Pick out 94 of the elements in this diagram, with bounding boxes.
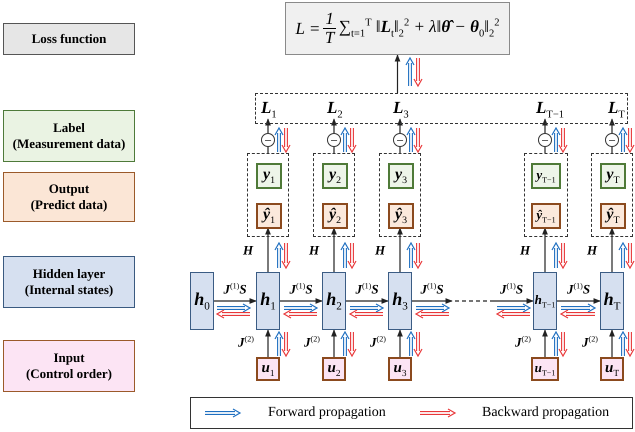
- fraction-numerator: 1: [323, 10, 336, 29]
- legend-text: Backward propagation: [482, 405, 610, 421]
- prediction-box: ŷ$_{1}$: [256, 203, 282, 229]
- edge-label: H: [308, 244, 320, 256]
- row-label-box: [3, 340, 135, 392]
- row-subtitle: (Control order): [26, 366, 112, 382]
- row-title: Input: [53, 350, 85, 366]
- arrow: [265, 227, 271, 272]
- edge-label: J$^{(1)}$S: [223, 282, 247, 296]
- output-pair-group: [247, 153, 289, 237]
- legend-text: Forward propagation: [268, 405, 386, 421]
- loss-term-label: L$_{1}$: [257, 98, 297, 120]
- input-box: u$_{2}$: [322, 357, 346, 381]
- subtract-operator: −: [538, 133, 552, 147]
- prediction-box: ŷ$_{T}$: [600, 203, 626, 229]
- row-subtitle: (Predict data): [30, 197, 108, 214]
- prediction-box: ŷ$_{3}$: [388, 203, 414, 229]
- edge-label: J$^{(2)}$: [582, 334, 598, 348]
- row-subtitle: (Measurement data): [12, 136, 126, 152]
- output-pair-group: [524, 153, 568, 237]
- row-title: Output: [48, 180, 90, 197]
- arrow: [397, 227, 403, 272]
- arrow: [412, 298, 453, 304]
- subtract-operator: −: [393, 133, 407, 147]
- edge-label: J$^{(2)}$: [515, 334, 531, 348]
- hidden-state-box: h$_{0}$: [190, 272, 214, 330]
- loss-terms-group: [255, 93, 628, 124]
- edge-label: J$^{(2)}$: [370, 334, 386, 348]
- edge-label: J$^{(1)}$S: [355, 282, 379, 296]
- hidden-state-box: h$_{T}$: [600, 272, 624, 330]
- input-box: u$_{1}$: [256, 357, 280, 381]
- output-pair-group: [313, 153, 355, 237]
- row-title: Hidden layer: [32, 266, 106, 282]
- formula-part: L =: [295, 18, 320, 38]
- measurement-box: y$_{2}$: [322, 163, 348, 189]
- edge-label: J$^{(1)}$S: [500, 282, 524, 296]
- arrow: [397, 329, 403, 357]
- row-label-box: Loss function: [3, 23, 135, 55]
- row-title: Label: [53, 120, 85, 136]
- arrow: [280, 298, 323, 304]
- edge-label: H: [374, 244, 386, 256]
- edge-label: H: [586, 244, 598, 256]
- measurement-box: y$_{3}$: [388, 163, 414, 189]
- input-box: u$_{T−1}$: [531, 357, 559, 381]
- subtract-operator: −: [261, 133, 275, 147]
- arrow: [397, 118, 403, 133]
- loss-term-label: L$_{3}$: [389, 98, 429, 120]
- arrow: [557, 298, 601, 304]
- row-label-box: [3, 256, 135, 308]
- input-box: u$_{T}$: [600, 357, 624, 381]
- prediction-box: ŷ$_{T−1}$: [531, 203, 561, 229]
- output-pair-group: [591, 153, 633, 237]
- fraction-denominator: T: [324, 29, 334, 47]
- edge-label: J$^{(2)}$: [238, 334, 254, 348]
- edge-label: H: [242, 244, 254, 256]
- arrow: [394, 54, 400, 93]
- edge-label: J$^{(1)}$S: [289, 282, 313, 296]
- hidden-state-box: h$_{1}$: [256, 272, 280, 330]
- arrow: [542, 227, 548, 272]
- arrow: [331, 118, 337, 133]
- arrow: [609, 329, 615, 357]
- subtract-operator: −: [327, 133, 341, 147]
- arrow: [265, 329, 271, 357]
- output-pair-group: [379, 153, 421, 237]
- measurement-box: y$_{T}$: [600, 163, 626, 189]
- arrow: [331, 227, 337, 272]
- edge-label: J$^{(2)}$: [304, 334, 320, 348]
- arrow: [490, 298, 534, 304]
- arrow: [542, 329, 548, 357]
- row-label-box: [3, 110, 135, 162]
- measurement-box: y$_{1}$: [256, 163, 282, 189]
- hidden-state-box: h$_{3}$: [388, 272, 412, 330]
- measurement-box: y$_{T−1}$: [531, 163, 561, 189]
- subtract-operator: −: [605, 133, 619, 147]
- hidden-state-box: h$_{2}$: [322, 272, 346, 330]
- loss-term-label: L$_{T}$: [604, 98, 628, 120]
- row-label-box: [3, 172, 135, 222]
- arrow: [542, 118, 548, 133]
- arrow: [609, 227, 615, 272]
- prediction-box: ŷ$_{2}$: [322, 203, 348, 229]
- arrow: [609, 118, 615, 133]
- edge-label: J$^{(1)}$S: [420, 282, 444, 296]
- arrow: [331, 329, 337, 357]
- loss-term-label: L$_{2}$: [323, 98, 363, 120]
- arrow: [214, 298, 257, 304]
- row-subtitle: (Internal states): [24, 282, 114, 298]
- edge-label: J$^{(1)}$S: [566, 282, 590, 296]
- arrow: [346, 298, 389, 304]
- loss-term-label: L$_{T−1}$: [532, 98, 578, 120]
- arrow: [265, 118, 271, 133]
- edge-label: H: [520, 244, 530, 256]
- hidden-state-box: h$_{T−1}$: [533, 272, 557, 330]
- input-box: u$_{3}$: [388, 357, 412, 381]
- loss-formula-box: [285, 2, 510, 55]
